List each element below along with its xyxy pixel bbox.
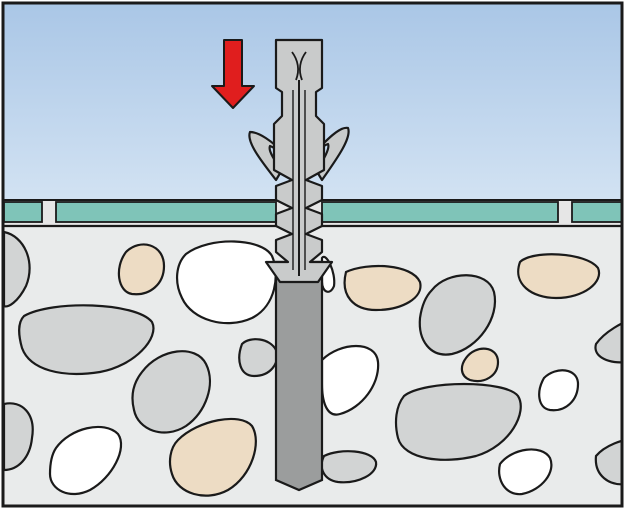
stone: [4, 402, 34, 472]
drill-hole: [274, 260, 324, 492]
stone: [594, 322, 621, 364]
stone: [48, 425, 123, 496]
stone-group: [4, 230, 621, 497]
tile: [571, 201, 621, 223]
stone: [460, 347, 500, 383]
stone: [18, 304, 155, 376]
stone: [538, 369, 580, 412]
stone: [238, 338, 278, 378]
tile: [321, 201, 559, 223]
wall-plug: [248, 38, 350, 284]
insertion-arrow-icon: [211, 39, 255, 109]
tile: [4, 201, 43, 223]
stone: [168, 417, 257, 497]
stone: [498, 448, 553, 496]
stone: [320, 344, 380, 416]
stone: [176, 240, 277, 325]
stone: [418, 274, 497, 356]
stone: [594, 439, 621, 486]
stone: [4, 230, 31, 308]
tile: [55, 201, 277, 223]
stone: [117, 243, 166, 296]
stone: [517, 253, 601, 300]
stone: [320, 450, 378, 484]
stone: [131, 350, 211, 434]
stone: [394, 382, 522, 461]
stone: [343, 264, 422, 312]
